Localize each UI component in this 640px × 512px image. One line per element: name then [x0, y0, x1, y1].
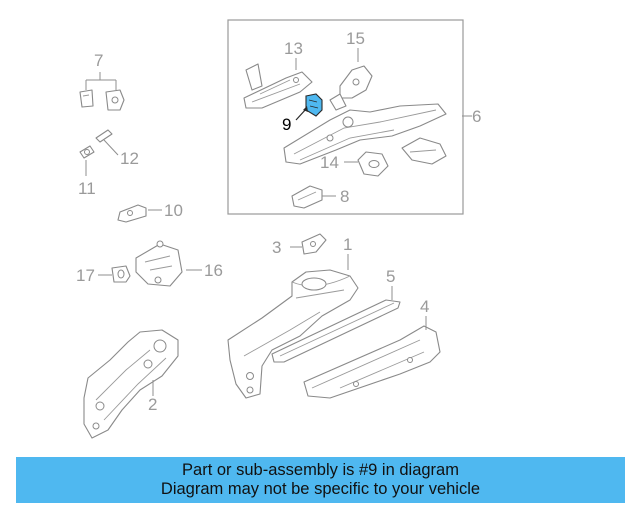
callout-9: 9 — [282, 115, 291, 134]
part-7-brackets[interactable] — [79, 72, 125, 111]
callout-8: 8 — [340, 187, 349, 206]
part-6-assembly[interactable] — [283, 103, 472, 165]
subassembly-box — [227, 19, 464, 215]
part-5-reinforcement[interactable] — [271, 286, 401, 363]
part-15-bracket[interactable] — [329, 48, 373, 111]
part-13-rail[interactable] — [243, 58, 313, 109]
callout-16: 16 — [204, 261, 223, 280]
part-4-rail[interactable] — [303, 316, 441, 399]
part-8-bracket[interactable] — [291, 185, 336, 209]
callout-11: 11 — [78, 179, 96, 198]
callout-4: 4 — [420, 297, 429, 316]
parts-diagram: 7 12 11 10 17 16 2 3 1 5 4 13 15 6 9 14 … — [76, 19, 481, 439]
part-9-highlighted[interactable] — [295, 93, 323, 121]
callout-12: 12 — [120, 149, 139, 168]
part-10-bracket[interactable] — [117, 204, 162, 223]
banner-line-part: Part or sub-assembly is #9 in diagram — [182, 461, 459, 479]
info-banner: Part or sub-assembly is #9 in diagram Di… — [16, 457, 625, 503]
callout-15: 15 — [346, 29, 365, 48]
callout-1: 1 — [343, 235, 352, 254]
callout-3: 3 — [272, 238, 281, 257]
part-17-grommet[interactable] — [98, 265, 131, 283]
part-16-mount[interactable] — [135, 240, 202, 287]
callout-5: 5 — [386, 267, 395, 286]
part-2-frame[interactable] — [83, 329, 179, 439]
part-11-12-fasteners[interactable] — [79, 129, 119, 176]
callout-2: 2 — [148, 395, 157, 414]
callout-6: 6 — [472, 107, 481, 126]
callout-7: 7 — [94, 51, 103, 70]
part-14-bracket[interactable] — [344, 151, 389, 177]
part-3-bracket[interactable] — [290, 233, 327, 255]
banner-line-disclaimer: Diagram may not be specific to your vehi… — [160, 480, 481, 498]
callout-10: 10 — [164, 201, 183, 220]
callout-14: 14 — [320, 153, 339, 172]
part-1-rail[interactable] — [227, 254, 359, 399]
callout-17: 17 — [76, 266, 95, 285]
callout-13: 13 — [284, 39, 303, 58]
